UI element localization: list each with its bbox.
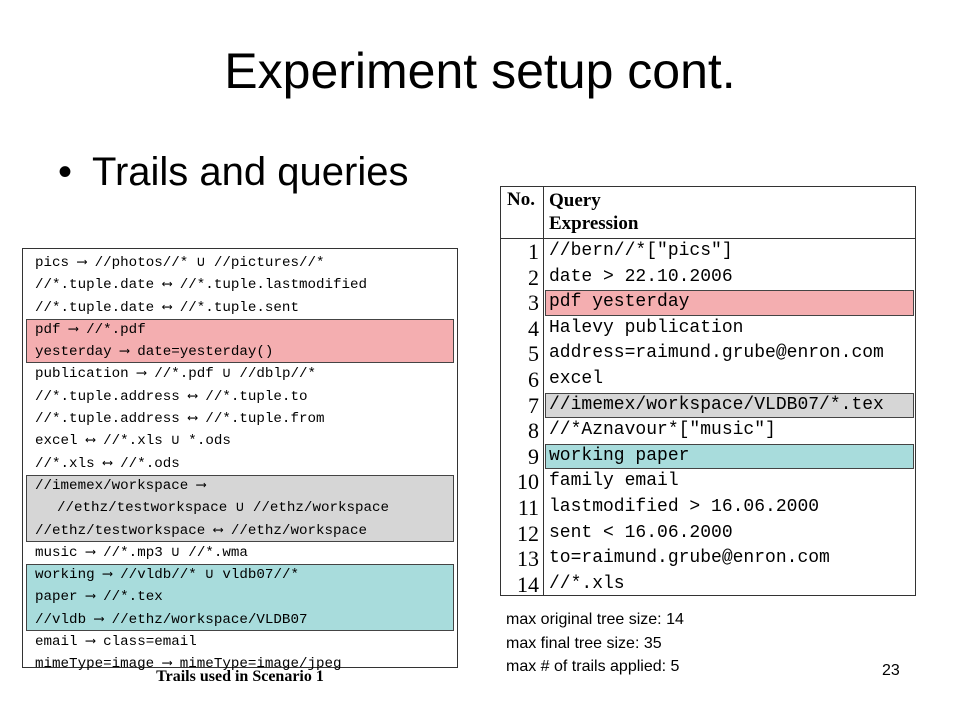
trail-line: //*.tuple.date ⟷ //*.tuple.sent (35, 299, 299, 316)
query-expression: family email (549, 471, 679, 492)
query-number: 4 (528, 315, 539, 341)
query-expression: //imemex/workspace/VLDB07/*.tex (549, 394, 884, 415)
bullet-dot: • (58, 150, 73, 194)
trail-highlight-red (26, 318, 454, 364)
query-highlight-teal (545, 443, 914, 470)
trail-line: excel ⟷ //*.xls ∪ *.ods (35, 433, 231, 450)
query-row: 10 family email (501, 469, 915, 495)
query-number: 5 (528, 341, 539, 367)
query-row: 11 lastmodified > 16.06.2000 (501, 495, 915, 521)
trail-line: //ethz/testworkspace ∪ //ethz/workspace (57, 500, 390, 517)
query-row: 2 date > 22.10.2006 (501, 265, 915, 291)
query-row: 6 excel (501, 367, 915, 393)
trail-line: paper ⟶ //*.tex (35, 589, 163, 606)
query-row: 3 pdf yesterday (501, 290, 915, 316)
query-row: 1 //bern//*["pics"] (501, 239, 915, 265)
query-number: 10 (517, 469, 539, 495)
query-expression: working paper (549, 445, 690, 466)
query-table: No. Query Expression 1 //bern//*["pics"] 2… (500, 186, 916, 598)
query-expression: sent < 16.06.2000 (549, 522, 733, 543)
query-highlight-red (545, 290, 914, 316)
query-expression: lastmodified > 16.06.2000 (549, 497, 820, 517)
query-expression: to=raimund.grube@enron.com (549, 548, 830, 569)
trail-line: //imemex/workspace ⟶ (35, 477, 206, 494)
query-expression: excel (549, 369, 604, 389)
query-expression: date > 22.10.2006 (549, 266, 733, 287)
trails-box: pics ⟶ //photos//* ∪ //pictures//* //*.tu… (22, 248, 458, 672)
query-expression: //*Aznavour*["music"] (549, 420, 776, 441)
trail-line: email ⟶ class=email (35, 634, 197, 651)
query-highlight-gray (545, 392, 914, 419)
query-expression: //*.xls (549, 573, 625, 594)
bullet-text: Trails and queries (92, 150, 409, 194)
trail-line: publication ⟶ //*.pdf ∪ //dblp//* (35, 366, 317, 383)
stat-original-tree-size: max original tree size: 14 (506, 611, 684, 628)
query-row: 7 //imemex/workspace/VLDB07/*.tex (501, 393, 915, 419)
trail-line: //*.tuple.address ⟷ //*.tuple.from (35, 411, 325, 428)
query-number: 1 (528, 239, 539, 264)
trails-caption: Trails used in Scenario 1 (156, 668, 324, 685)
stat-trails-applied: max # of trails applied: 5 (506, 658, 680, 675)
query-expression: pdf yesterday (549, 292, 690, 313)
trail-line: pics ⟶ //photos//* ∪ //pictures//* (35, 255, 325, 271)
trail-line: mimeType=image ⟶ mimeType=image/jpeg (35, 656, 342, 673)
trail-line: working ⟶ //vldb//* ∪ vldb07//* (35, 567, 299, 584)
header-query-line2: Expression (549, 213, 639, 234)
query-expression: Halevy publication (549, 317, 744, 338)
header-query-expression: Query Expression (549, 189, 638, 235)
header-query-line1: Query (549, 190, 601, 211)
query-row: 12 sent < 16.06.2000 (501, 521, 915, 547)
trail-line: //*.tuple.date ⟷ //*.tuple.lastmodified (35, 277, 368, 294)
query-number: 2 (528, 264, 539, 290)
trail-line: yesterday ⟶ date=yesterday() (35, 344, 274, 361)
query-number: 6 (528, 367, 539, 392)
query-row: 13 to=raimund.grube@enron.com (501, 546, 915, 572)
query-row: 5 address=raimund.grube@enron.com (501, 341, 915, 367)
query-row: 9 working paper (501, 444, 915, 470)
stat-final-tree-size: max final tree size: 35 (506, 634, 662, 652)
query-table-header: No. Query Expression (501, 187, 915, 239)
bullet-item: • Trails and queries (58, 150, 408, 195)
trail-highlight-teal (26, 564, 454, 632)
query-number: 14 (517, 571, 539, 597)
page-number: 23 (882, 662, 900, 679)
query-row: 4 Halevy publication (501, 316, 915, 342)
tree-stats: max original tree size: 14 max final tre… (506, 608, 684, 679)
query-number: 8 (528, 418, 539, 444)
trail-line: pdf ⟶ //*.pdf (35, 321, 146, 338)
query-number: 12 (517, 520, 539, 546)
header-no: No. (507, 189, 535, 210)
query-row: 14 //*.xls (501, 572, 915, 598)
trail-line: music ⟶ //*.mp3 ∪ //*.wma (35, 544, 248, 561)
trail-line: //*.xls ⟷ //*.ods (35, 455, 180, 472)
query-number: 3 (528, 290, 539, 316)
query-row: 8 //*Aznavour*["music"] (501, 418, 915, 444)
trail-line: //*.tuple.address ⟷ //*.tuple.to (35, 388, 308, 405)
trail-line: //vldb ⟶ //ethz/workspace/VLDB07 (35, 611, 308, 628)
query-expression: //bern//*["pics"] (549, 241, 733, 261)
trail-line: //ethz/testworkspace ⟷ //ethz/workspace (35, 522, 368, 539)
query-expression: address=raimund.grube@enron.com (549, 343, 884, 364)
query-number: 11 (517, 495, 539, 520)
query-number: 9 (528, 443, 539, 469)
slide-title: Experiment setup cont. (224, 43, 736, 99)
trail-highlight-gray (26, 475, 454, 542)
column-separator (543, 187, 544, 595)
query-number: 13 (517, 546, 539, 572)
query-number: 7 (528, 392, 539, 418)
